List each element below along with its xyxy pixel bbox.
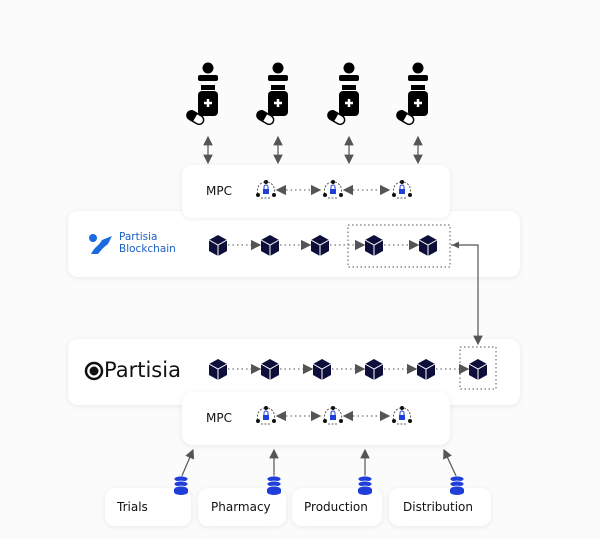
partisia-blockchain-panel <box>68 211 520 277</box>
database-icon <box>266 475 282 495</box>
database-icon <box>173 475 189 495</box>
block-cube-icon <box>416 359 436 380</box>
database-icon <box>449 475 465 495</box>
block-cube-icon <box>364 235 384 256</box>
source-distribution <box>389 488 491 526</box>
mpc-node-icon <box>256 406 276 425</box>
mpc-top-label: MPC <box>206 184 232 198</box>
label-trials: Trials <box>117 500 148 514</box>
mpc-node-icon <box>392 180 412 199</box>
source-mpc-arrow <box>443 448 458 479</box>
mpc-node-icon <box>323 406 343 425</box>
block-cube-icon <box>208 359 228 380</box>
partisia-blockchain-line2: Blockchain <box>119 243 176 255</box>
partisia-blockchain-mark-icon <box>89 234 112 254</box>
selection-box <box>459 346 497 390</box>
block-cube-icon <box>310 235 330 256</box>
block-cube-icon <box>312 359 332 380</box>
source-mpc-arrow <box>180 448 195 479</box>
label-pharmacy: Pharmacy <box>211 500 271 514</box>
patient-medicine-icon <box>256 62 288 126</box>
mpc-node-icon <box>256 180 276 199</box>
partisia-mark-icon <box>84 361 104 381</box>
partisia-blockchain-line1: Partisia <box>119 231 158 243</box>
cross-chain-arrow <box>451 241 483 346</box>
block-cube-icon <box>468 359 488 380</box>
block-cube-icon <box>260 359 280 380</box>
database-icon <box>357 475 373 495</box>
label-production: Production <box>304 500 368 514</box>
patient-medicine-icon <box>186 62 218 126</box>
patient-medicine-icon <box>396 62 428 126</box>
mpc-node-icon <box>323 180 343 199</box>
label-distribution: Distribution <box>403 500 474 514</box>
block-cube-icon <box>208 235 228 256</box>
patient-medicine-icon <box>327 62 359 126</box>
block-cube-icon <box>364 359 384 380</box>
mpc-bottom-label: MPC <box>206 411 232 425</box>
partisia-wordmark: Partisia <box>104 358 181 382</box>
block-cube-icon <box>418 235 438 256</box>
mpc-node-icon <box>392 406 412 425</box>
block-cube-icon <box>260 235 280 256</box>
